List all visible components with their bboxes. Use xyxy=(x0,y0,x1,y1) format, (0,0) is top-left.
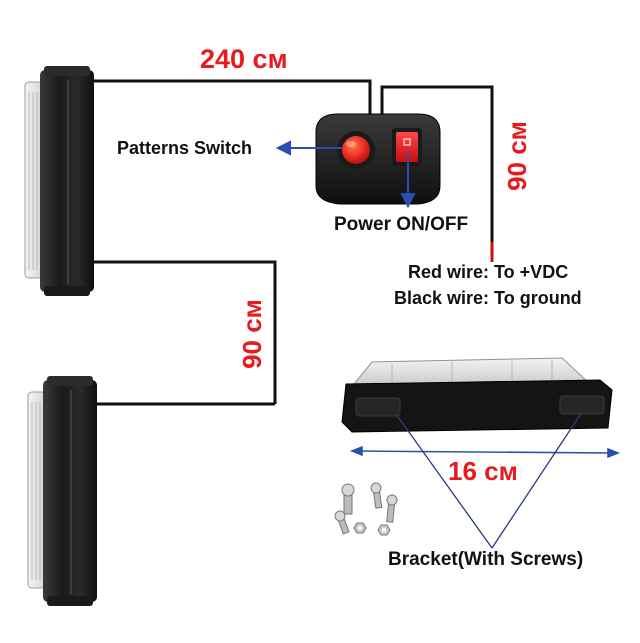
black-wire-label: Black wire: To ground xyxy=(394,288,582,308)
power-label: Power ON/OFF xyxy=(334,214,469,235)
light-bar-top-ribs xyxy=(28,92,38,270)
light-bar-bottom xyxy=(27,376,97,606)
controller-box xyxy=(315,113,441,205)
wires xyxy=(92,79,494,406)
light-bar-bottom-cap xyxy=(47,376,93,386)
top-wire xyxy=(92,79,372,118)
power-wire xyxy=(380,85,494,242)
right-length-label: 90 см xyxy=(502,121,532,191)
mid-length-label: 90 см xyxy=(237,299,267,369)
power-rocker-switch-icon[interactable] xyxy=(392,128,422,166)
bracket-pointers xyxy=(395,411,583,549)
light-bar-bottom-foot xyxy=(47,596,93,606)
top-length-label: 240 см xyxy=(200,44,288,74)
bracket-left xyxy=(355,397,401,417)
light-bar-top-cap xyxy=(44,66,90,76)
light-bar-top xyxy=(24,66,94,296)
width-dimension xyxy=(349,445,621,459)
mid-wire-upper xyxy=(92,260,277,404)
patterns-switch-label: Patterns Switch xyxy=(117,138,253,158)
screws-icon xyxy=(334,482,398,536)
red-wire-label: Red wire: To +VDC xyxy=(408,262,569,282)
bracket-right xyxy=(559,395,605,415)
bracket-label: Bracket(With Screws) xyxy=(388,549,584,570)
light-bar-top-foot xyxy=(44,286,90,296)
width-label: 16 см xyxy=(448,456,518,486)
light-bar-bottom-ribs xyxy=(31,402,41,580)
light-side-view xyxy=(341,357,613,433)
patterns-button-icon[interactable] xyxy=(337,131,375,169)
annotation-arrows xyxy=(275,140,416,209)
